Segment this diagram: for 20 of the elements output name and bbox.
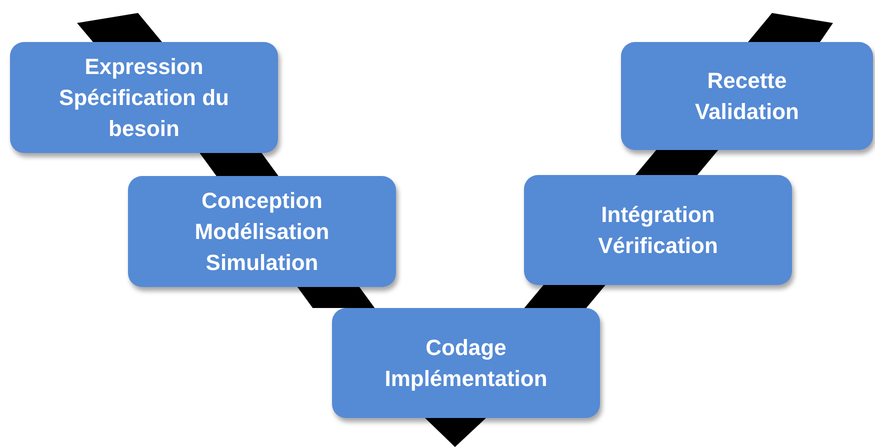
v-band-connector [297,287,375,308]
phase-label: Intégration [601,201,715,229]
phase-label: Simulation [206,249,318,277]
v-band-connector [524,285,606,308]
phase-label: Modélisation [194,218,330,246]
process-box [10,42,278,153]
phase-label: Validation [695,98,799,126]
process-box [621,42,873,150]
v-band-connector [635,150,718,175]
process-box [128,176,396,287]
phase-label: Spécification du besoin [58,84,230,143]
phase-label: Implémentation [384,365,548,393]
phase-label: Recette [707,67,787,95]
v-band-connector [200,153,278,176]
process-box [524,175,792,285]
phase-label: Conception [202,187,322,215]
process-box [332,308,600,418]
phase-label: Codage [426,334,506,362]
phase-label: Expression [84,53,204,81]
phase-label: Vérification [598,232,718,260]
